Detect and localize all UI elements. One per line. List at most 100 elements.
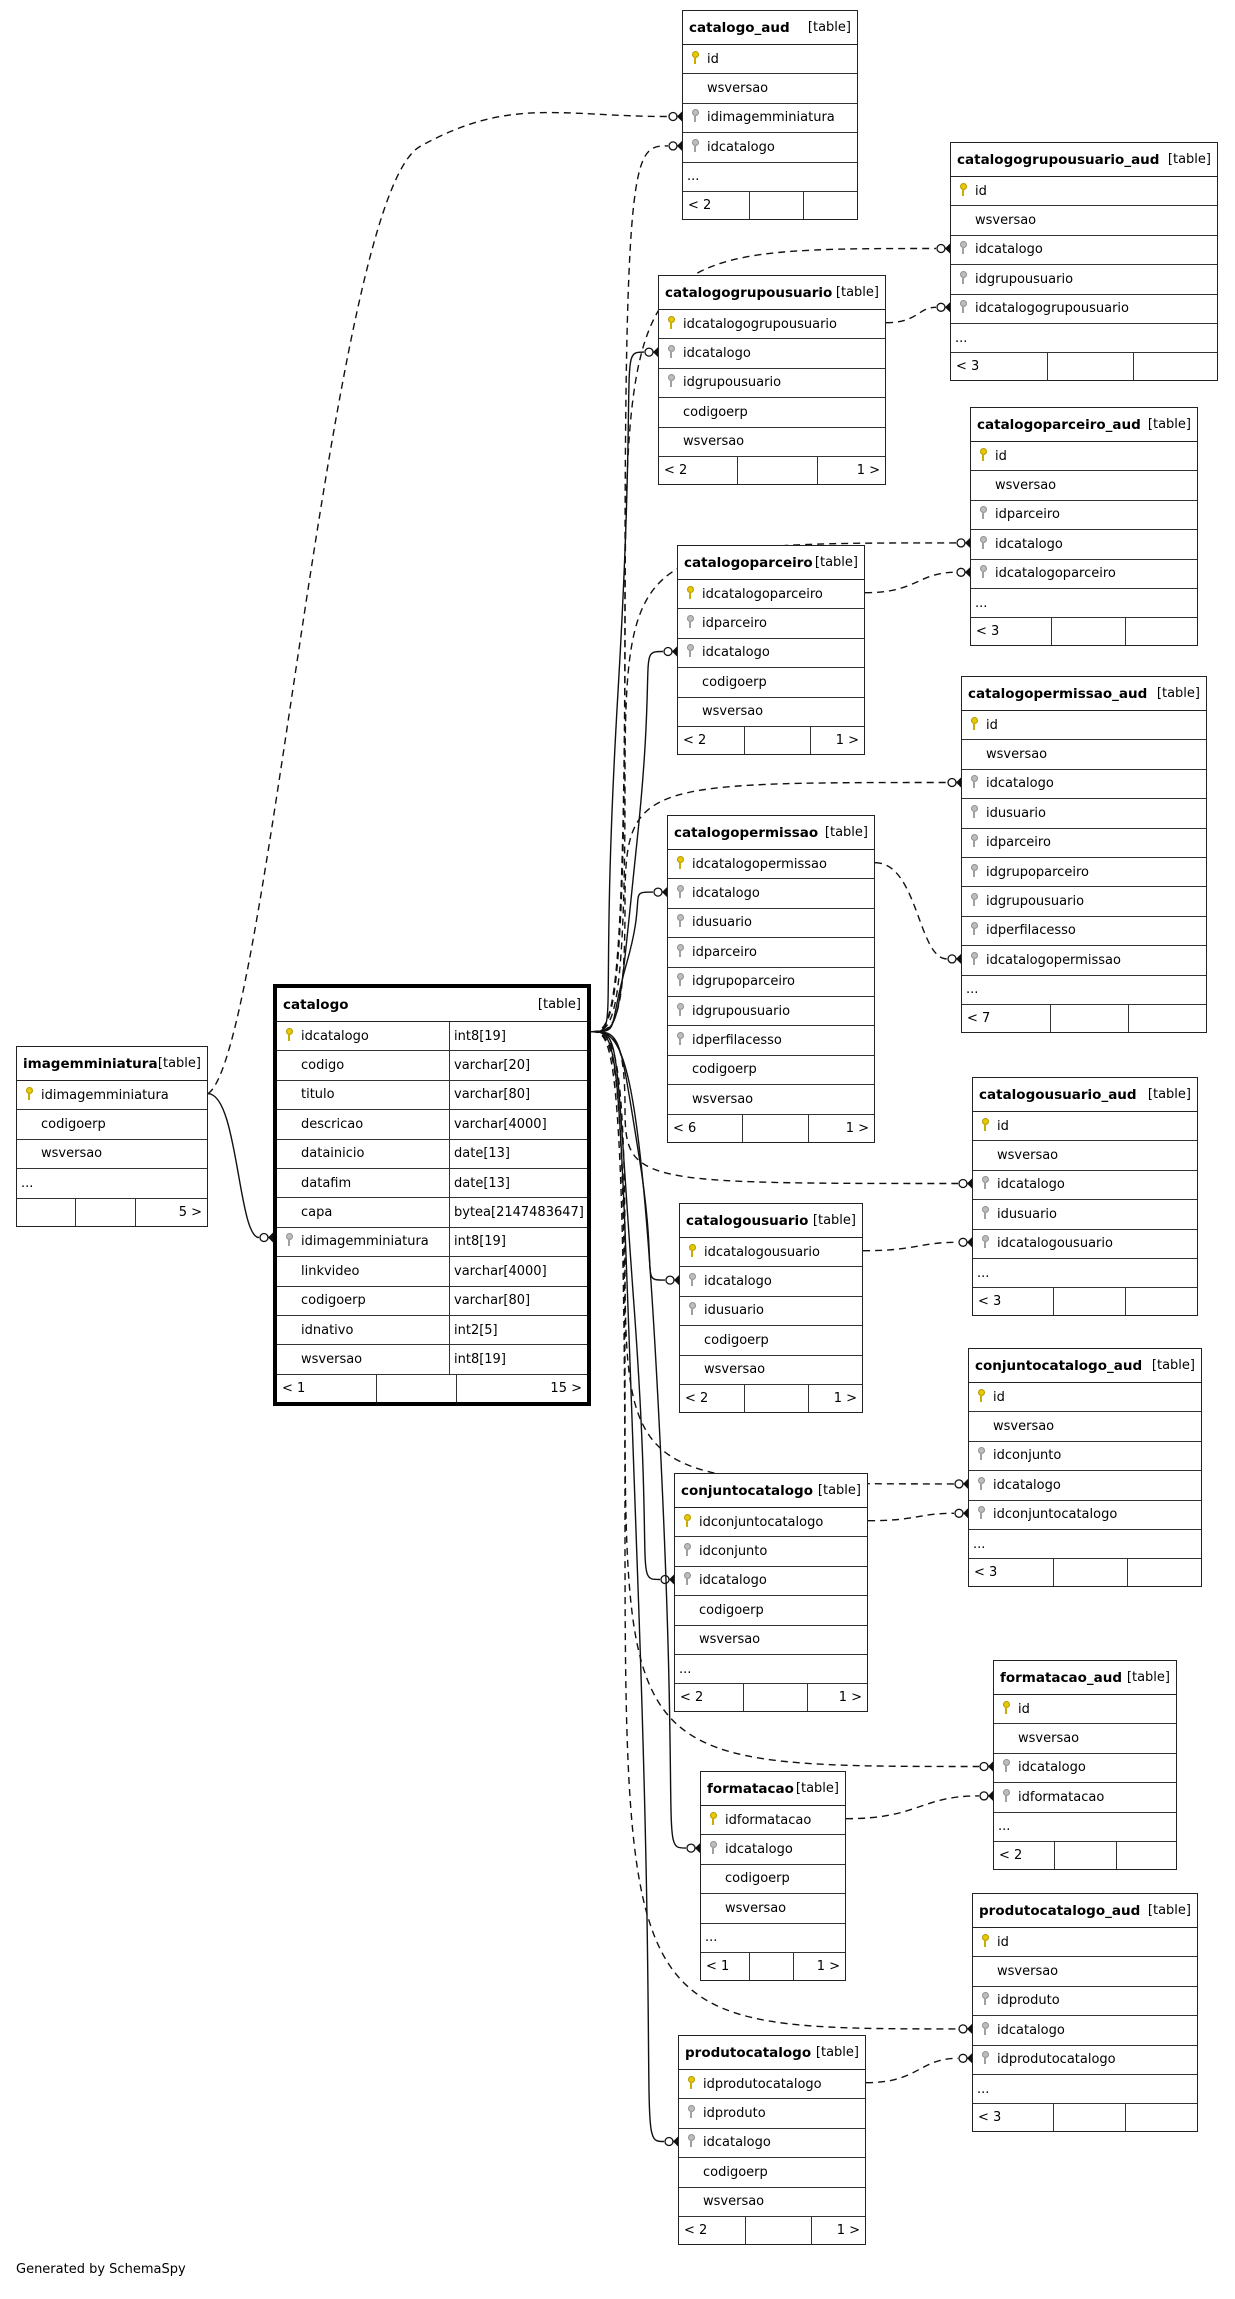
table-name[interactable]: catalogoparceiro [684,554,813,571]
column-row[interactable]: id [973,1928,1197,1958]
table-catalogopermissao[interactable]: catalogopermissao[table]idcatalogopermis… [667,815,875,1143]
column-row[interactable]: codigoerp [659,398,885,428]
column-row[interactable]: idparceiro [962,829,1206,858]
column-row[interactable]: idparceiro [971,501,1197,531]
column-row[interactable]: idprodutocatalogo [679,2070,865,2100]
column-row[interactable]: idcatalogogrupousuario [951,295,1217,324]
column-row[interactable]: idformatacao [701,1806,845,1836]
table-name[interactable]: catalogousuario [686,1212,809,1229]
more-columns-row[interactable]: ... [973,2075,1197,2105]
table-header[interactable]: catalogopermissao_aud[table] [962,677,1206,711]
table-conjuntocatalogo[interactable]: conjuntocatalogo[table]idconjuntocatalog… [674,1473,868,1713]
more-columns-row[interactable]: ... [969,1530,1201,1560]
column-row[interactable]: idimagemminiatura [683,104,857,134]
column-row[interactable]: wsversao [951,206,1217,236]
column-row[interactable]: idcatalogo [962,770,1206,800]
column-row[interactable]: wsversao [683,74,857,104]
column-row[interactable]: idconjunto [969,1442,1201,1472]
column-row[interactable]: wsversao [701,1894,845,1924]
table-header[interactable]: formatacao[table] [701,1772,845,1806]
column-row[interactable]: idcatalogousuario [680,1238,862,1268]
column-row[interactable]: id [683,45,857,75]
column-row[interactable]: idgrupoparceiro [668,968,874,997]
column-row[interactable]: idgrupousuario [659,369,885,399]
column-row[interactable]: idcatalogo [680,1267,862,1297]
column-row[interactable]: idusuario [973,1200,1197,1230]
column-row[interactable]: id [973,1112,1197,1142]
column-row[interactable]: idformatacao [994,1783,1176,1813]
column-row[interactable]: wsversao [668,1085,874,1115]
column-row[interactable]: wsversao [973,1141,1197,1171]
table-header[interactable]: catalogopermissao[table] [668,816,874,850]
column-row[interactable]: idconjunto [675,1537,867,1567]
column-row[interactable]: idgrupousuario [951,265,1217,295]
more-columns-row[interactable]: ... [994,1813,1176,1842]
table-header[interactable]: catalogoparceiro[table] [678,546,864,580]
column-row[interactable]: idcatalogo [675,1567,867,1597]
table-name[interactable]: catalogo [283,996,349,1013]
column-row[interactable]: idconjuntocatalogo [969,1501,1201,1530]
column-row[interactable]: idcatalogo [659,339,885,369]
column-row[interactable]: idcatalogo [994,1754,1176,1784]
column-row[interactable]: idproduto [973,1987,1197,2017]
column-row[interactable]: idcatalogo [701,1835,845,1865]
column-row[interactable]: idcatalogopermissao [668,850,874,880]
table-name[interactable]: conjuntocatalogo [681,1482,813,1499]
table-name[interactable]: conjuntocatalogo_aud [975,1357,1143,1374]
table-name[interactable]: catalogopermissao [674,824,819,841]
column-row[interactable]: wsversao [675,1626,867,1655]
column-row[interactable]: codigoerp [678,668,864,698]
table-catalogoparceiro[interactable]: catalogoparceiro[table]idcatalogoparceir… [677,545,865,755]
more-columns-row[interactable]: ... [17,1169,207,1199]
column-row[interactable]: codigoerp [679,2158,865,2188]
column-row[interactable]: idparceiro [668,938,874,968]
more-columns-row[interactable]: ... [675,1655,867,1685]
column-row[interactable]: idcatalogo [668,879,874,909]
column-row[interactable]: idgrupoparceiro [962,858,1206,888]
table-name[interactable]: catalogopermissao_aud [968,685,1148,702]
table-header[interactable]: imagemminiatura[table] [17,1047,207,1081]
column-row[interactable]: wsversao [994,1724,1176,1754]
table-name[interactable]: catalogoparceiro_aud [977,416,1141,433]
column-row[interactable]: idusuario [668,909,874,939]
column-row[interactable]: idcatalogo [683,133,857,163]
table-name[interactable]: catalogo_aud [689,19,790,36]
column-row[interactable]: idcatalogo [951,236,1217,266]
table-header[interactable]: catalogogrupousuario[table] [659,276,885,310]
table-header[interactable]: conjuntocatalogo[table] [675,1474,867,1508]
column-row[interactable]: idcatalogogrupousuario [659,310,885,340]
column-row[interactable]: idcatalogo [973,1171,1197,1201]
table-name[interactable]: formatacao_aud [1000,1669,1123,1686]
column-row[interactable]: codigoerp [668,1056,874,1086]
column-row[interactable]: id [969,1383,1201,1413]
table-name[interactable]: catalogogrupousuario_aud [957,151,1160,168]
table-name[interactable]: produtocatalogo_aud [979,1902,1141,1919]
column-row[interactable]: idusuario [680,1297,862,1327]
column-row[interactable]: idcatalogopermissao [962,946,1206,976]
column-row[interactable]: id [994,1695,1176,1725]
column-row[interactable]: wsversao [659,428,885,457]
table-name[interactable]: produtocatalogo [685,2044,812,2061]
column-row[interactable]: idgrupousuario [962,887,1206,917]
table-name[interactable]: catalogogrupousuario [665,284,833,301]
column-row[interactable]: wsversao [973,1957,1197,1987]
column-row[interactable]: idcatalogo [679,2129,865,2159]
column-row[interactable]: idcatalogo [678,639,864,669]
column-row[interactable]: codigoerp [680,1326,862,1356]
column-row[interactable]: id [962,711,1206,741]
column-row[interactable]: id [951,177,1217,207]
column-row[interactable]: idproduto [679,2099,865,2129]
column-row[interactable]: wsversao [969,1412,1201,1442]
